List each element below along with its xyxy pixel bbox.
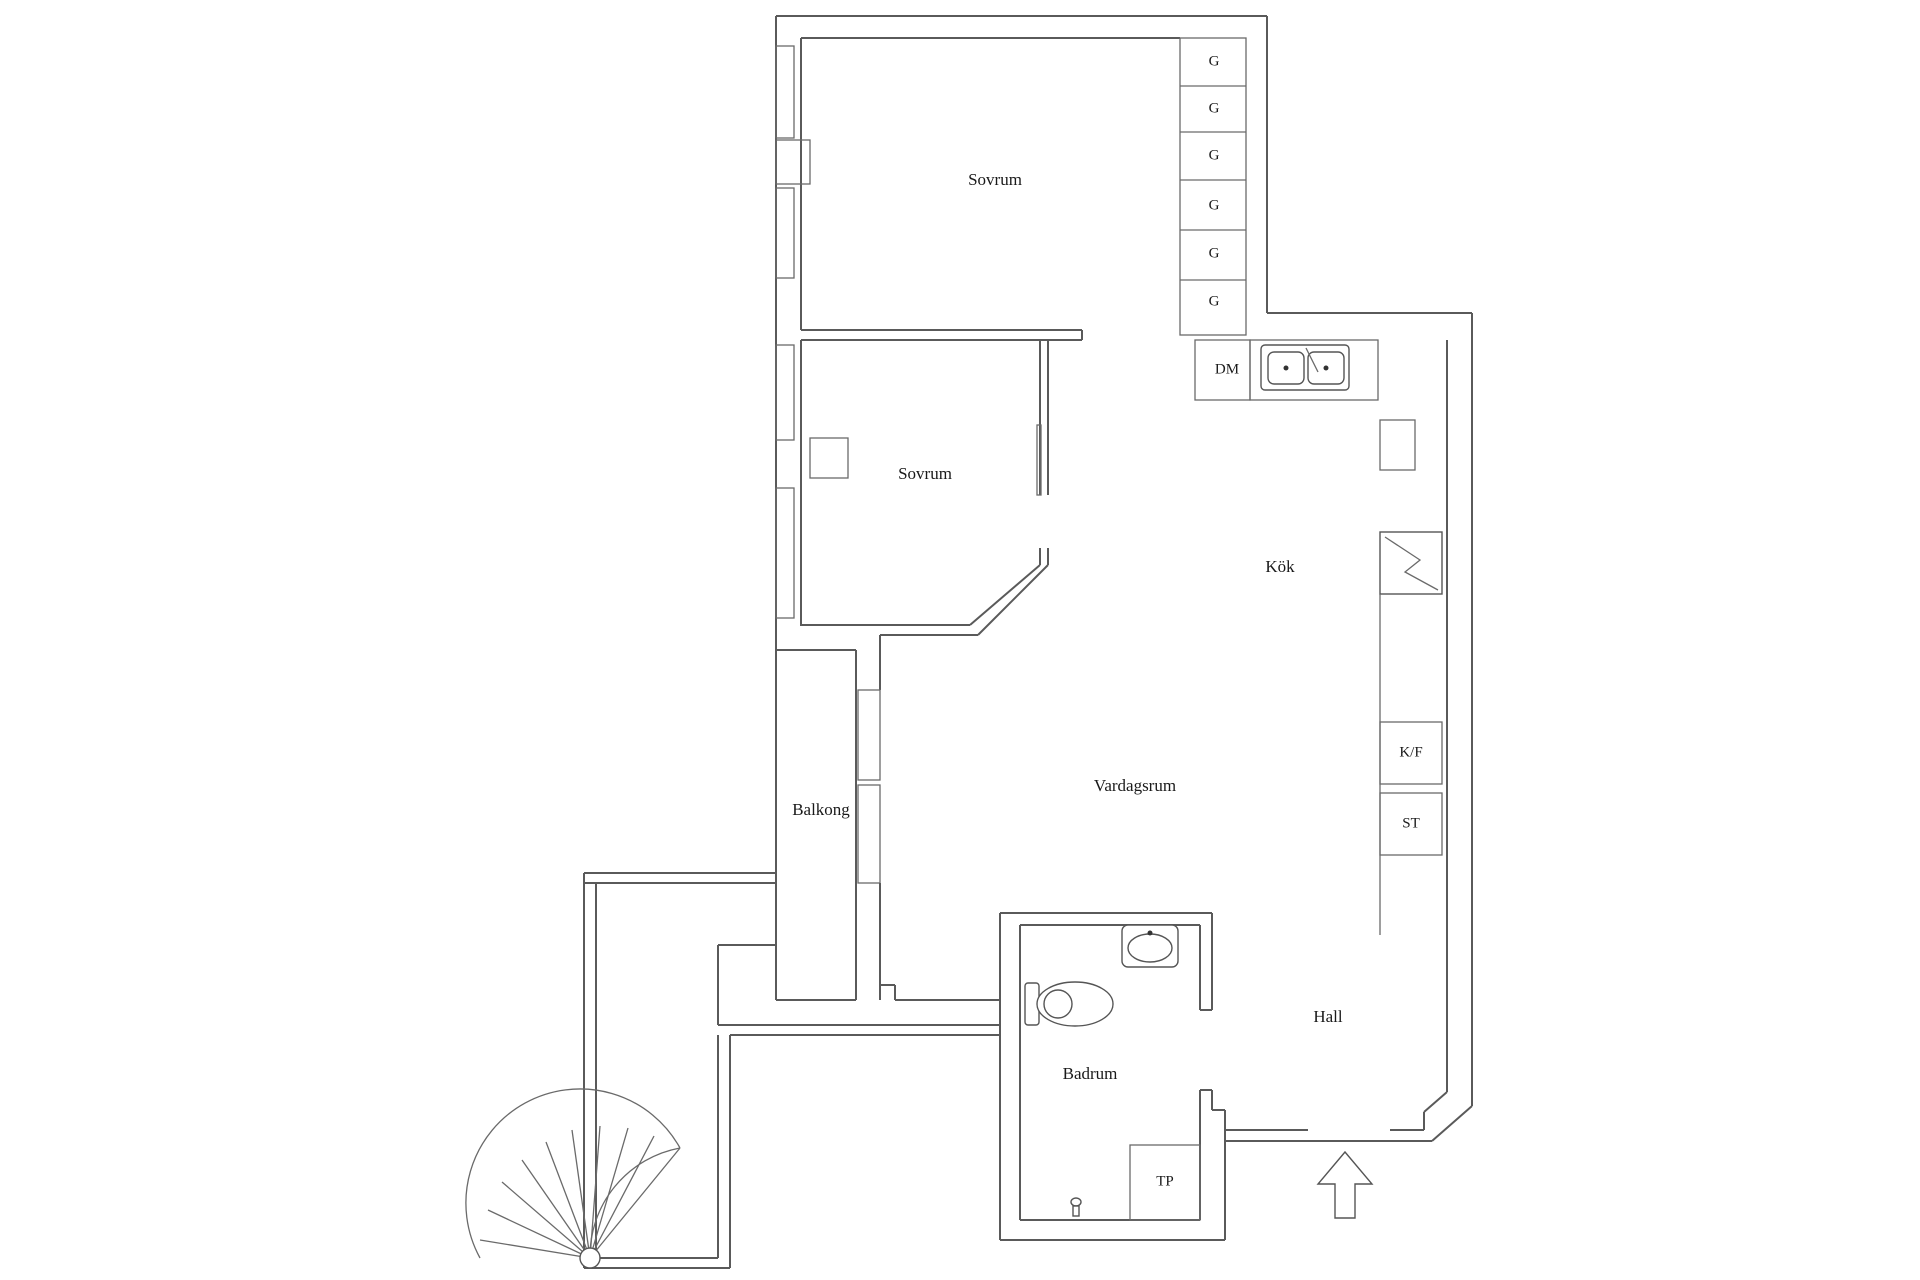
wardrobe-label: G bbox=[1209, 100, 1220, 116]
double-sink-icon bbox=[1260, 344, 1350, 391]
room-label-badrum: Badrum bbox=[1063, 1064, 1118, 1083]
outer-walls bbox=[775, 15, 1473, 1142]
storage-label: ST bbox=[1402, 815, 1420, 831]
washbasin-icon bbox=[1121, 924, 1179, 968]
floor-drain-icon bbox=[1070, 1197, 1082, 1217]
chimney-icon bbox=[809, 437, 849, 479]
room-label-sovrum-1: Sovrum bbox=[968, 170, 1022, 189]
fridge-freezer-label: K/F bbox=[1399, 744, 1422, 760]
room-label-sovrum-2: Sovrum bbox=[898, 464, 952, 483]
room-label-vardagsrum: Vardagsrum bbox=[1094, 776, 1176, 795]
laundry-label: TP bbox=[1156, 1173, 1174, 1189]
bedroom-walls bbox=[801, 329, 1083, 636]
wardrobe-label: G bbox=[1209, 293, 1220, 309]
room-label-balkong: Balkong bbox=[792, 800, 850, 819]
wardrobe-label: G bbox=[1209, 197, 1220, 213]
spiral-staircase-icon bbox=[465, 1088, 681, 1269]
wardrobe-label: G bbox=[1209, 147, 1220, 163]
kitchen-fixtures: DM K/F ST bbox=[1194, 339, 1443, 935]
room-labels: Sovrum Sovrum Kök Vardagsrum Balkong Hal… bbox=[792, 170, 1343, 1083]
balcony-walls bbox=[583, 635, 1000, 1269]
room-label-hall: Hall bbox=[1313, 1007, 1343, 1026]
room-label-kok: Kök bbox=[1265, 557, 1295, 576]
entrance-arrow-icon[interactable] bbox=[1316, 1150, 1374, 1219]
dishwasher-label: DM bbox=[1215, 361, 1239, 377]
wardrobe-column: G G G G G G bbox=[1179, 37, 1247, 336]
wardrobe-label: G bbox=[1209, 53, 1220, 69]
toilet-icon bbox=[1024, 981, 1114, 1027]
bathroom-walls: TP bbox=[999, 912, 1432, 1241]
chimney-icon bbox=[1379, 531, 1443, 595]
wardrobe-label: G bbox=[1209, 245, 1220, 261]
